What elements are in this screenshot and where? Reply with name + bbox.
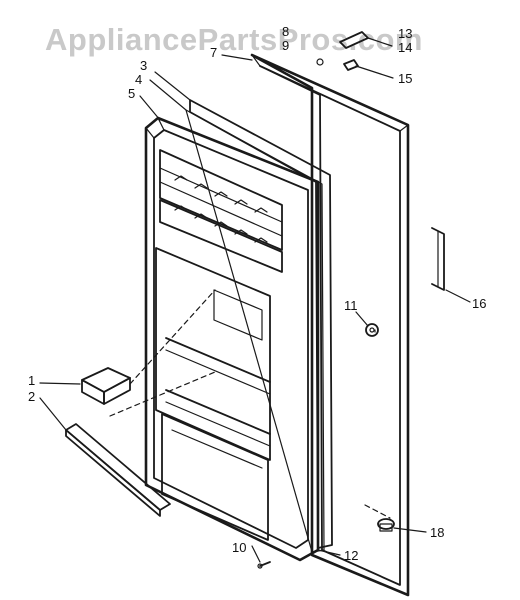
label-part-9: 9 [282,38,289,53]
door-stop-11 [365,323,379,337]
door-handle-16 [431,227,445,291]
label-part-16: 16 [472,296,486,311]
label-part-14: 14 [398,40,412,55]
callout-lines [39,37,471,563]
part-strip-2 [65,423,171,517]
label-part-7: 7 [210,45,217,60]
leader-lines [109,289,391,519]
door-closer-18 [377,518,395,532]
label-part-8: 8 [282,24,289,39]
label-part-3: 3 [140,58,147,73]
screw-10 [257,561,271,569]
watermark-text: AppliancePartsPros.com [45,22,423,57]
label-part-10: 10 [232,540,246,555]
label-part-18: 18 [430,525,444,540]
lower-bin-area [161,413,269,541]
label-part-2: 2 [28,389,35,404]
part-bin-1 [81,367,131,405]
label-part-13: 13 [398,26,412,41]
label-part-1: 1 [28,373,35,388]
label-part-5: 5 [128,86,135,101]
outer-door-panel [250,53,410,597]
label-part-11: 11 [344,298,358,313]
label-part-4: 4 [135,72,142,87]
door-gasket [185,99,333,553]
inner-door-liner [144,116,320,562]
label-part-12: 12 [344,548,358,563]
part-labels: 1 2 3 4 5 7 8 9 10 11 12 13 14 15 16 18 [28,24,486,563]
label-part-15: 15 [398,71,412,86]
middle-shelf-area [155,247,271,461]
upper-shelf-area [159,149,283,273]
